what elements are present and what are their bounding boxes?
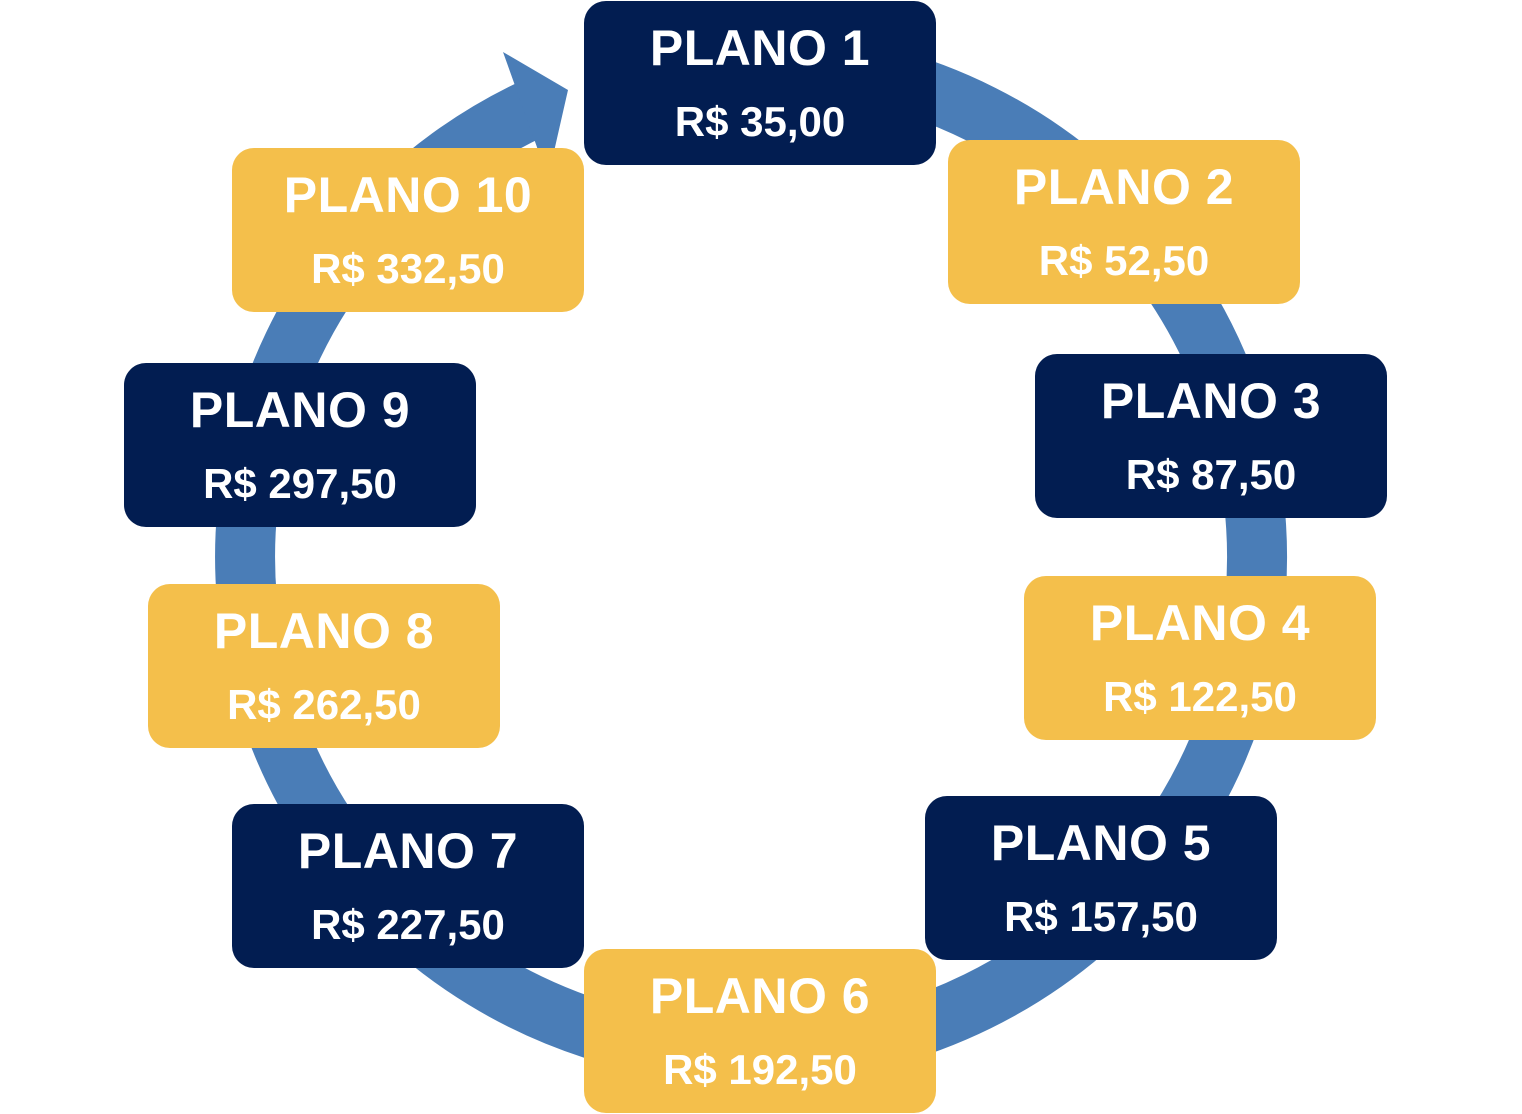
plan-box-7: PLANO 7 R$ 227,50 (232, 804, 584, 968)
plan-box-4: PLANO 4 R$ 122,50 (1024, 576, 1376, 740)
plan-price: R$ 262,50 (227, 681, 421, 728)
plan-name: PLANO 7 (297, 823, 519, 879)
plan-price: R$ 297,50 (203, 460, 397, 507)
plan-box-8: PLANO 8 R$ 262,50 (148, 584, 500, 748)
plan-name: PLANO 4 (1089, 595, 1311, 651)
cycle-arrow-head-icon (503, 52, 568, 178)
plan-name: PLANO 6 (649, 968, 871, 1024)
plan-box-1: PLANO 1 R$ 35,00 (584, 1, 936, 165)
plan-price: R$ 52,50 (1038, 237, 1210, 284)
plan-price: R$ 122,50 (1103, 673, 1297, 720)
plan-box-9: PLANO 9 R$ 297,50 (124, 363, 476, 527)
plan-price: R$ 157,50 (1004, 893, 1198, 940)
plan-name: PLANO 3 (1100, 373, 1322, 429)
plan-price: R$ 192,50 (663, 1046, 857, 1093)
plan-box-5: PLANO 5 R$ 157,50 (925, 796, 1277, 960)
plan-name: PLANO 2 (1013, 159, 1235, 215)
plan-box-2: PLANO 2 R$ 52,50 (948, 140, 1300, 304)
plan-price: R$ 35,00 (674, 98, 846, 145)
plan-name: PLANO 9 (189, 382, 411, 438)
plan-name: PLANO 10 (283, 167, 533, 223)
plan-box-3: PLANO 3 R$ 87,50 (1035, 354, 1387, 518)
plan-price: R$ 87,50 (1125, 451, 1297, 498)
plan-name: PLANO 1 (649, 20, 871, 76)
plan-price: R$ 332,50 (311, 245, 505, 292)
plan-box-10: PLANO 10 R$ 332,50 (232, 148, 584, 312)
plan-name: PLANO 5 (990, 815, 1212, 871)
plan-box-6: PLANO 6 R$ 192,50 (584, 949, 936, 1113)
plan-name: PLANO 8 (213, 603, 435, 659)
plan-price: R$ 227,50 (311, 901, 505, 948)
